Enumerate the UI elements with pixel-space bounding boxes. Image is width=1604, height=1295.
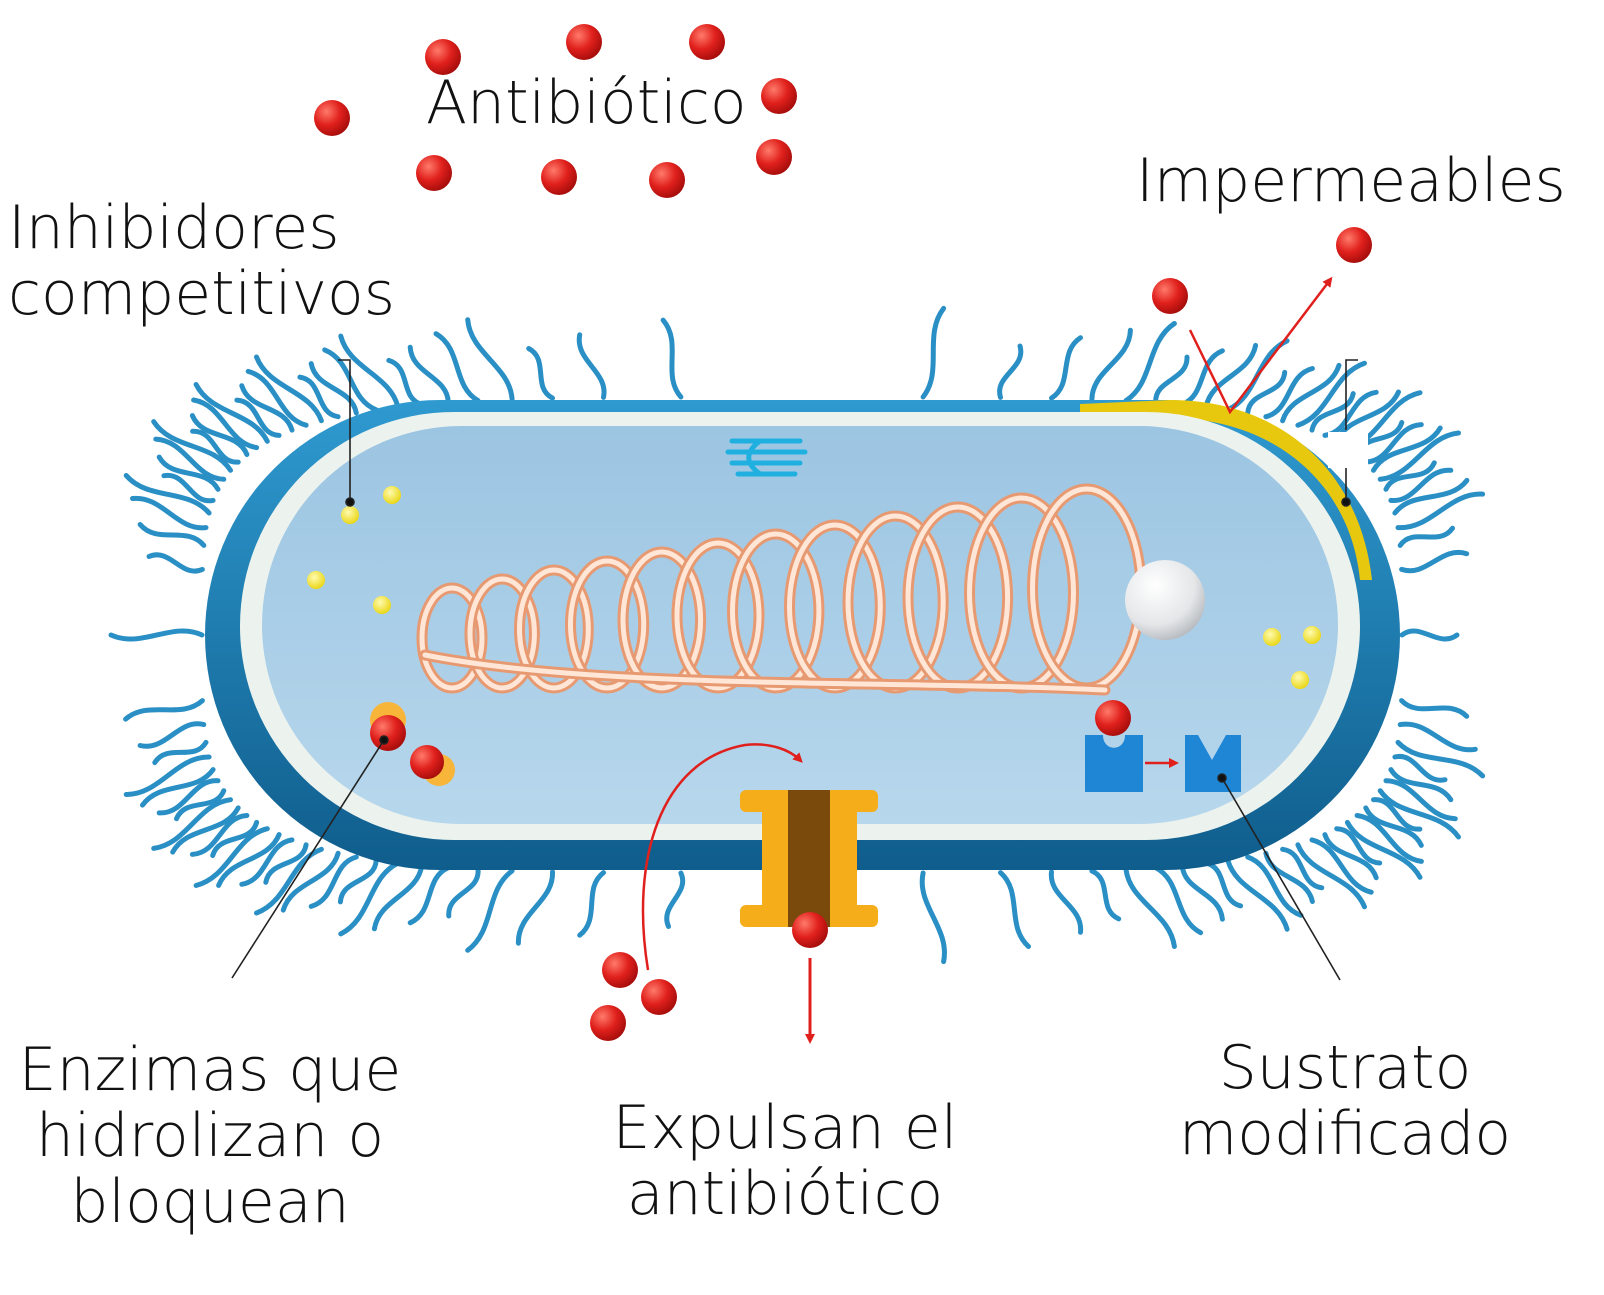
pilus — [1092, 871, 1119, 919]
inhibitor-molecule — [373, 596, 391, 614]
pilus — [1400, 724, 1475, 750]
antibiotic-molecule — [792, 912, 828, 948]
inhibitor-molecule — [383, 486, 401, 504]
antibiotic-molecule — [756, 139, 792, 175]
antibiotic-molecule — [1336, 227, 1372, 263]
pilus — [1051, 872, 1080, 932]
antibiotic-molecule — [641, 979, 677, 1015]
pilus — [1052, 338, 1081, 398]
inhibitor-molecule — [307, 571, 325, 589]
antibiotic-molecule — [566, 24, 602, 60]
antibiotic-molecule — [1152, 278, 1188, 314]
label-competitive-inhibitors: Inhibidores competitivos — [8, 195, 395, 327]
antibiotic-molecule — [689, 24, 725, 60]
label-impermeable: Impermeables — [1136, 148, 1566, 214]
pilus — [140, 724, 204, 746]
pilus — [126, 701, 203, 720]
pilus — [1402, 701, 1467, 717]
inhibitor-molecule — [1263, 628, 1281, 646]
antibiotic-molecule — [541, 159, 577, 195]
pilus — [667, 873, 683, 927]
pilus — [580, 873, 604, 936]
antibiotic-molecule — [590, 1005, 626, 1041]
leader-dot — [1218, 774, 1226, 782]
inhibitor-molecule — [341, 506, 359, 524]
pilus — [1400, 528, 1452, 545]
pilus — [518, 872, 552, 943]
pilus — [922, 873, 944, 962]
pilus — [923, 308, 944, 397]
label-enzymes: Enzimas que hidrolizan o bloquean — [0, 1037, 420, 1295]
label-efflux: Expulsan el antibiótico — [590, 1095, 980, 1227]
label-mask — [1328, 432, 1368, 468]
storage-granule — [1125, 560, 1205, 640]
pilus — [663, 320, 681, 397]
pilus — [529, 349, 553, 399]
inhibitor-molecule — [1291, 671, 1309, 689]
pilus — [579, 335, 604, 398]
pilus — [1402, 631, 1457, 639]
antibiotic-molecule — [314, 100, 350, 136]
label-antibiotic: Antibiótico — [426, 70, 747, 136]
antibiotic-molecule — [649, 162, 685, 198]
antibiotic-molecule — [602, 952, 638, 988]
leader-dot — [380, 736, 388, 744]
pilus — [1000, 346, 1021, 397]
pilus — [468, 320, 512, 399]
pilus — [410, 347, 448, 402]
leader-dot — [346, 498, 354, 506]
label-substrate: Sustrato modificado — [1160, 1035, 1530, 1167]
pilus — [1001, 873, 1029, 947]
leader-dot — [1342, 498, 1350, 506]
pilus — [449, 869, 478, 916]
antibiotic-molecule — [761, 78, 797, 114]
pilus — [1126, 324, 1174, 401]
antibiotic-molecule — [416, 155, 452, 191]
inhibitor-molecule — [1303, 626, 1321, 644]
pilus — [149, 555, 202, 571]
pilus — [1402, 552, 1467, 570]
pilus — [111, 631, 202, 639]
antibiotic-molecule — [1095, 700, 1131, 736]
pilus — [1156, 357, 1187, 402]
pilus — [1092, 330, 1131, 399]
